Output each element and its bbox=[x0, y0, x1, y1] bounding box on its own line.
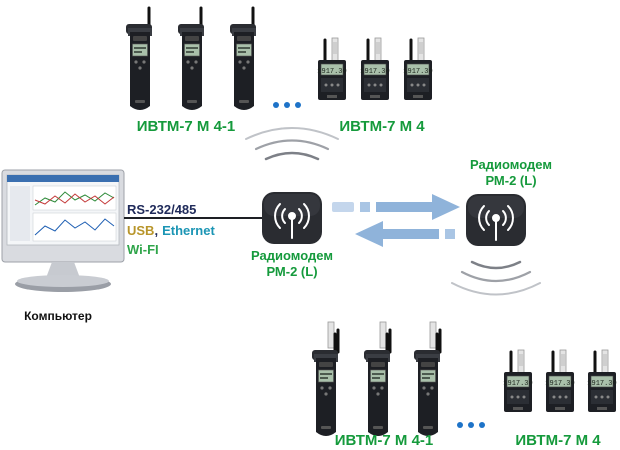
computer-label: Компьютер bbox=[24, 309, 92, 323]
box-meter-icon bbox=[585, 348, 619, 414]
radio-modem-icon bbox=[465, 193, 527, 247]
group-label-bottom-right: ИВТМ-7 М 4 bbox=[515, 432, 601, 449]
radio-modem-icon bbox=[261, 191, 323, 245]
modem-right-line2: РМ-2 (L) bbox=[485, 173, 536, 188]
handheld-meter-icon bbox=[228, 6, 258, 112]
handheld-meter-icon bbox=[176, 6, 206, 112]
modem-left-line2: РМ-2 (L) bbox=[266, 264, 317, 279]
handheld-meter-icon bbox=[414, 322, 440, 436]
handheld-meter-icon bbox=[312, 322, 338, 436]
handheld-meter-icon bbox=[364, 322, 390, 436]
radio-waves-bottom bbox=[451, 260, 541, 296]
group-label-top-right: ИВТМ-7 М 4 bbox=[339, 118, 425, 135]
modem-right-line1: Радиомодем bbox=[470, 157, 552, 172]
radio-waves-top bbox=[245, 127, 339, 161]
group-label-bottom-left: ИВТМ-7 М 4-1 bbox=[335, 432, 434, 449]
arrow-left bbox=[355, 221, 455, 247]
group-label-top-left: ИВТМ-7 М 4-1 bbox=[137, 118, 236, 135]
bottom-left-devices bbox=[312, 322, 440, 436]
interface-rs: RS-232/485 bbox=[127, 202, 196, 217]
ellipsis-dots-icon bbox=[457, 422, 485, 428]
box-meter-icon bbox=[358, 36, 392, 102]
handheld-meter-icon bbox=[124, 6, 154, 112]
arrow-right bbox=[332, 194, 460, 220]
box-meter-icon bbox=[401, 36, 435, 102]
modem-left-line1: Радиомодем bbox=[251, 248, 333, 263]
desktop-computer-icon bbox=[1, 169, 125, 292]
interface-ethernet: Ethernet bbox=[162, 223, 215, 238]
interface-wifi: Wi-FI bbox=[127, 242, 159, 257]
interface-usb-line: USB, Ethernet bbox=[127, 223, 215, 238]
box-meter-icon bbox=[501, 348, 535, 414]
top-left-devices bbox=[124, 6, 258, 112]
interface-usb: USB bbox=[127, 223, 154, 238]
interface-comma: , bbox=[154, 223, 158, 238]
bottom-right-devices bbox=[501, 348, 619, 414]
top-right-devices bbox=[315, 36, 435, 102]
box-meter-icon bbox=[315, 36, 349, 102]
ellipsis-dots-icon bbox=[273, 102, 301, 108]
box-meter-icon bbox=[543, 348, 577, 414]
